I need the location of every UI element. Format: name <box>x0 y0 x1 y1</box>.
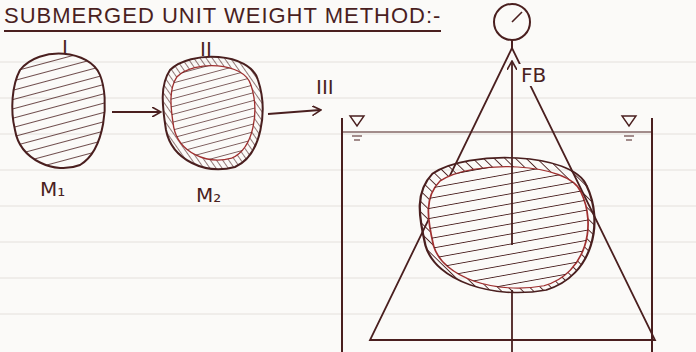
water-tank <box>342 116 652 352</box>
process-arrow <box>268 110 320 114</box>
buoyancy-arrow <box>511 62 513 245</box>
process-arrow <box>112 111 160 113</box>
stage-number: III <box>316 76 334 98</box>
submerged-coated-lump <box>420 158 595 293</box>
spring-balance <box>494 4 530 48</box>
soil-lump <box>12 54 105 169</box>
force-label: FB <box>519 64 548 86</box>
stage-number: I <box>62 36 68 58</box>
weight-line <box>511 290 513 352</box>
mass-label: M₂ <box>196 184 221 206</box>
coated-soil-lump <box>163 57 263 169</box>
stage-number: II <box>200 38 212 60</box>
page-title: SUBMERGED UNIT WEIGHT METHOD:- <box>4 4 441 32</box>
mass-label: M₁ <box>40 178 65 200</box>
